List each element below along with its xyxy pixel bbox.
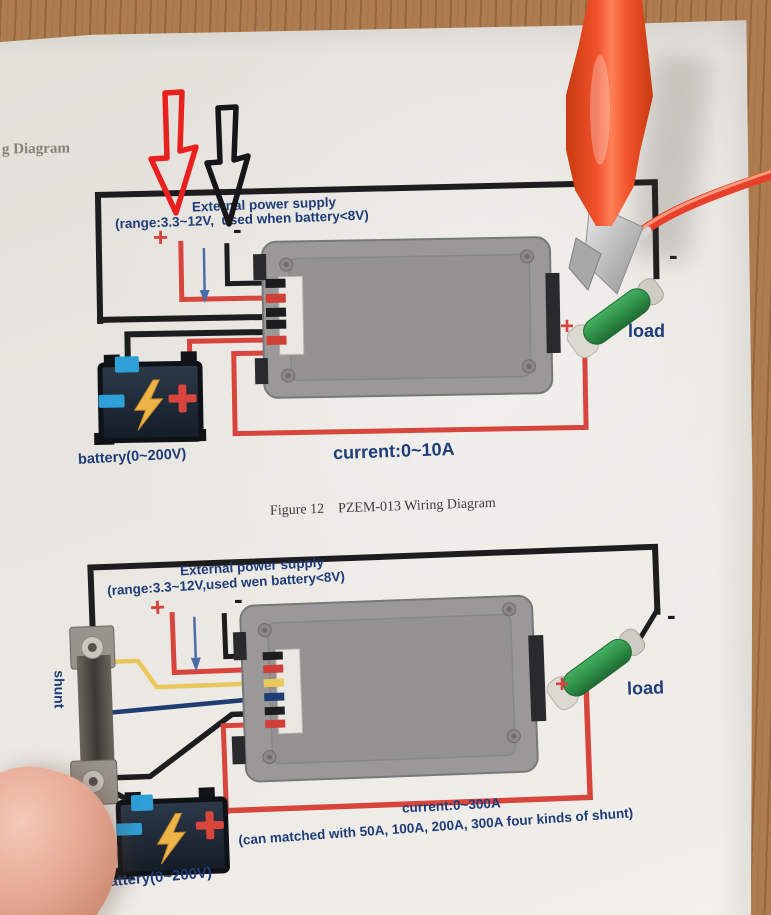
alligator-clip-jaw-lower xyxy=(568,237,602,291)
battery-symbol xyxy=(94,351,207,446)
module-screws xyxy=(279,249,537,383)
pzem-module xyxy=(253,236,561,399)
top-load-minus-marker: - xyxy=(669,240,678,270)
wire-black-battery-negative xyxy=(124,328,287,370)
battery-negative-terminal xyxy=(130,794,154,812)
battery-symbol xyxy=(113,787,230,880)
wire-red-load-return xyxy=(231,334,589,437)
wire-yellow-shunt xyxy=(105,658,281,690)
wire-black-to-pin xyxy=(97,313,287,323)
printed-arrow-down xyxy=(193,616,198,659)
wire-black-outer-loop xyxy=(87,543,661,646)
bottom-supply-minus-marker: - xyxy=(234,584,243,614)
module-right-connector xyxy=(528,634,547,722)
module-left-tab-top xyxy=(253,253,267,281)
wire-black-outer-loop xyxy=(94,179,660,324)
battery-plus-marker xyxy=(195,811,224,840)
lightning-bolt-icon xyxy=(156,812,187,865)
top-supply-plus-marker: + xyxy=(153,222,169,252)
shunt-symbol xyxy=(69,625,119,806)
diagram-bottom xyxy=(69,543,661,880)
battery-negative-terminal xyxy=(114,356,140,373)
bottom-load-plus-marker: + xyxy=(555,671,570,698)
clip-boot-highlight xyxy=(590,55,610,165)
wire-red-supply-plus xyxy=(178,240,286,303)
battery-plus-marker xyxy=(168,384,197,413)
hand-drawn-red-arrow xyxy=(148,89,199,216)
top-load-label: load xyxy=(628,321,666,341)
load-resistor xyxy=(546,628,646,710)
alligator-clip-boot xyxy=(566,0,653,226)
module-screws xyxy=(257,602,521,765)
wire-black-to-load xyxy=(637,606,661,640)
hand-drawn-black-arrow xyxy=(204,104,251,227)
printed-arrow-down xyxy=(202,248,206,292)
printed-arrow-head xyxy=(199,289,210,304)
lightning-bolt-icon xyxy=(133,379,164,431)
top-load-plus-marker: + xyxy=(560,313,575,340)
module-pin-crimps xyxy=(265,278,287,345)
module-pin-crimps xyxy=(262,651,286,729)
diagram-top xyxy=(94,179,664,446)
bottom-load-minus-marker: - xyxy=(667,600,676,630)
module-left-tab-top xyxy=(232,631,247,661)
pzem-module xyxy=(231,594,547,783)
wire-red-battery-to-load xyxy=(212,690,594,814)
module-left-tab-bottom xyxy=(254,357,269,385)
module-left-tab-bottom xyxy=(231,735,246,765)
module-right-connector xyxy=(545,272,561,354)
top-supply-minus-marker: - xyxy=(233,214,242,244)
load-resistor xyxy=(566,278,664,359)
printed-arrow-head xyxy=(190,657,201,672)
